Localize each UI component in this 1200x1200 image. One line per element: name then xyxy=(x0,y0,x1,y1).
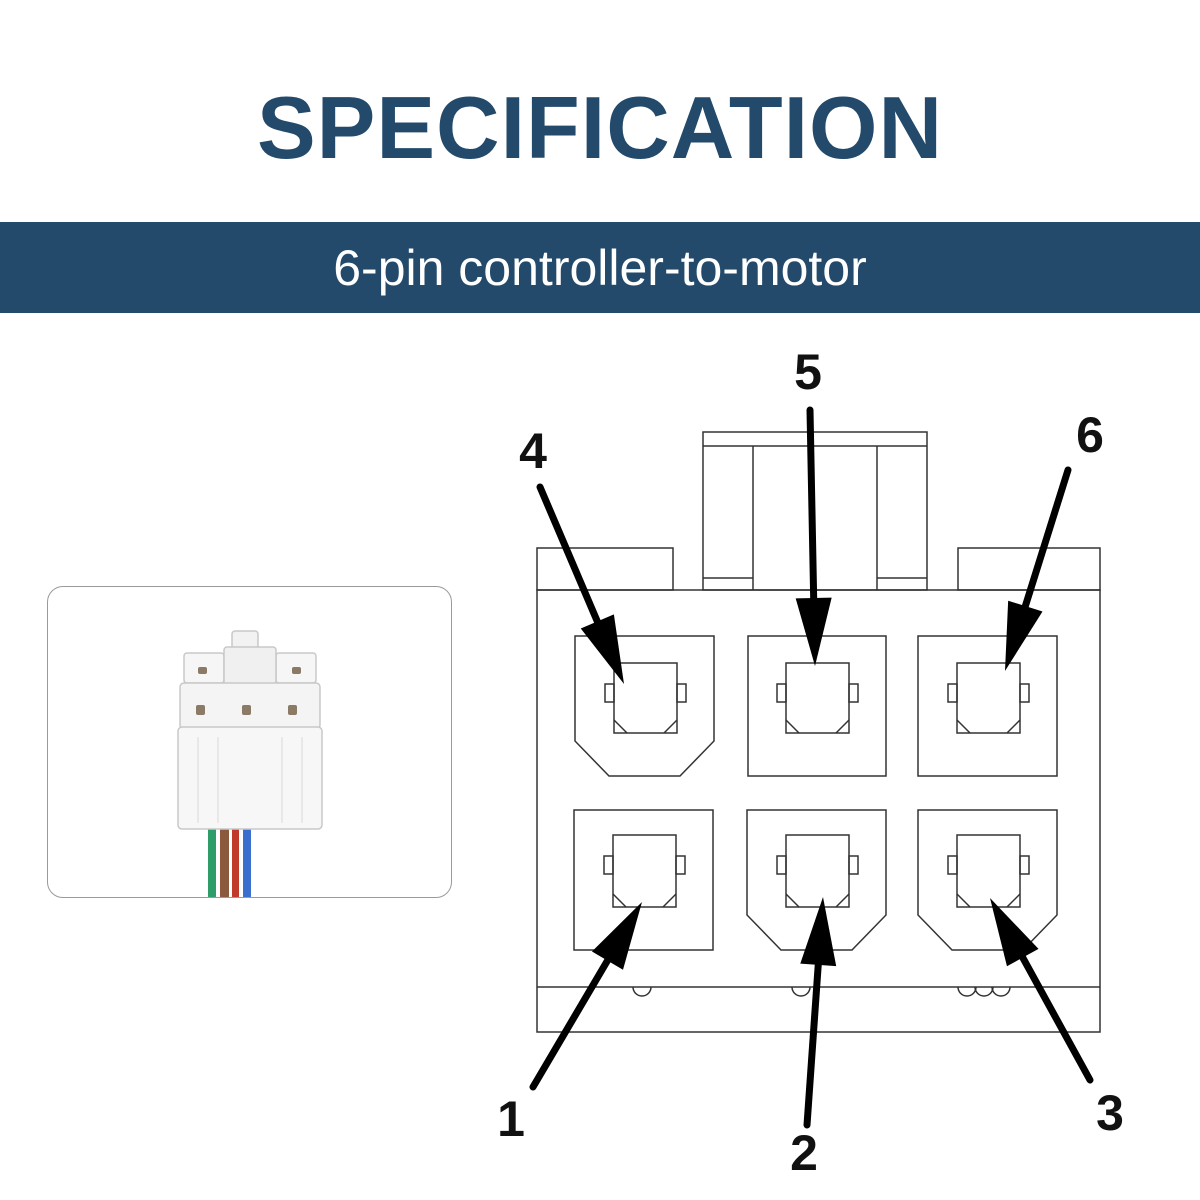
pin-label-2: 2 xyxy=(790,1125,818,1181)
arrow-head-4 xyxy=(580,614,624,684)
pin-arrows xyxy=(529,406,1094,1129)
arrow-shaft-6 xyxy=(1020,466,1072,614)
pin-label-3: 3 xyxy=(1096,1085,1124,1141)
connector-photo-icon xyxy=(177,630,323,897)
arrow-head-6 xyxy=(1005,600,1043,671)
pin-label-6: 6 xyxy=(1076,407,1104,463)
pin-label-4: 4 xyxy=(519,423,547,479)
arrow-head-3 xyxy=(990,898,1039,967)
connector-body xyxy=(177,630,323,830)
connector-photo xyxy=(47,586,452,898)
wire-red xyxy=(232,827,239,897)
wire-brown xyxy=(220,827,229,897)
pin-cavity-4 xyxy=(574,635,715,777)
arrow-shaft-1 xyxy=(529,953,614,1091)
arrow-shaft-3 xyxy=(1017,950,1094,1084)
pin-label-1: 1 xyxy=(497,1091,525,1147)
arrow-head-5 xyxy=(795,597,832,666)
page-title: SPECIFICATION xyxy=(256,78,944,177)
arrow-head-2 xyxy=(800,897,837,967)
wire-blue xyxy=(243,827,251,897)
arrow-shaft-5 xyxy=(806,406,818,606)
terminal-slots xyxy=(196,667,301,715)
arrow-head-1 xyxy=(591,902,642,970)
subtitle-banner: 6-pin controller-to-motor xyxy=(0,222,1200,313)
pin-cavity-6 xyxy=(917,635,1058,777)
banner-text: 6-pin controller-to-motor xyxy=(333,239,867,296)
pin-cavity-5 xyxy=(747,635,887,777)
pin-label-5: 5 xyxy=(794,344,822,400)
wire-bundle xyxy=(208,827,251,897)
wire-green xyxy=(208,827,216,897)
pin-cavity-3 xyxy=(917,809,1058,951)
arrow-shaft-4 xyxy=(536,483,603,629)
pin-cavity-2 xyxy=(746,809,887,951)
arrow-shaft-2 xyxy=(803,957,823,1129)
pin-cavity-1 xyxy=(573,809,714,951)
